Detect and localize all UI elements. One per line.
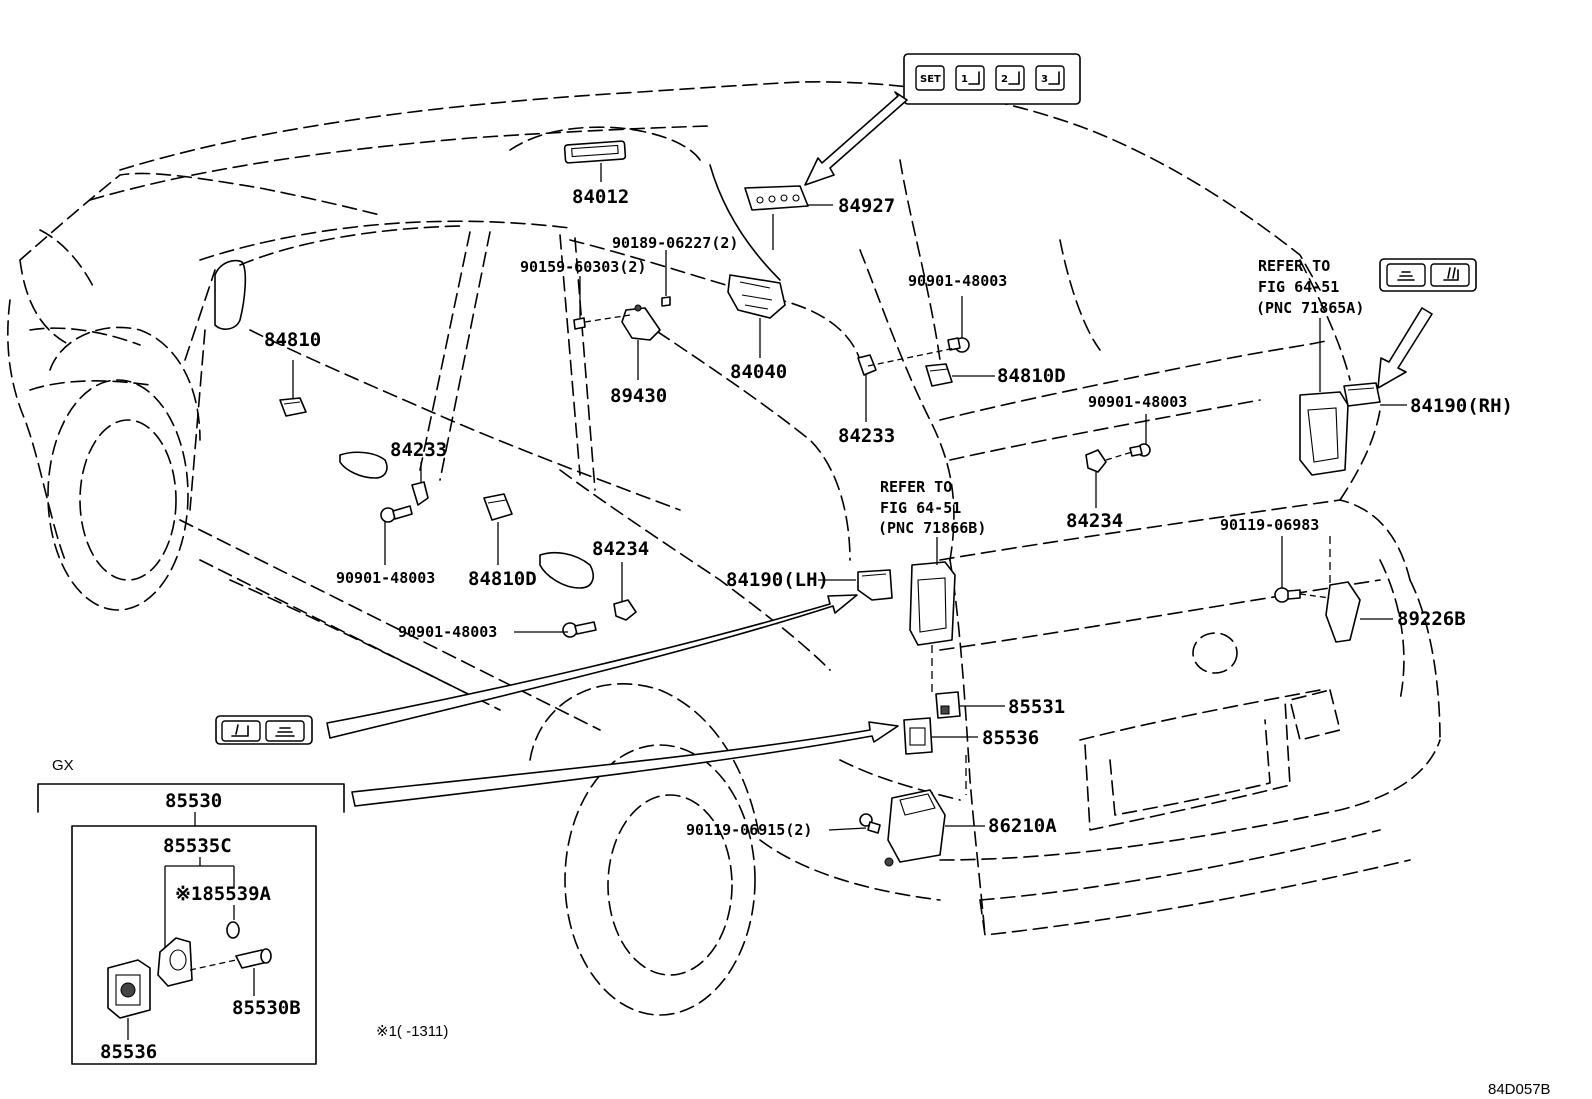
- part-84810[interactable]: [279, 397, 307, 417]
- label-84927: 84927: [838, 195, 895, 217]
- bracket-71865a: [1299, 391, 1349, 476]
- label-90119-06915: 90119-06915(2): [686, 821, 812, 839]
- part-84190-rh[interactable]: [1343, 382, 1381, 407]
- part-84190-lh[interactable]: [857, 569, 893, 601]
- label-85530: 85530: [165, 790, 222, 812]
- seat-heater-icon: [275, 727, 295, 737]
- vehicle-outline: [7, 81, 1441, 1016]
- part-84040[interactable]: [727, 274, 786, 319]
- screw-90159[interactable]: [573, 317, 586, 330]
- refer-line-3: (PNC 71865A): [1256, 299, 1364, 317]
- part-84927[interactable]: [744, 185, 809, 211]
- refer-note-71866b: REFER TO FIG 64-51 (PNC 71866B): [878, 478, 986, 537]
- seat-memory-icon: [1048, 71, 1060, 85]
- seat-heater-icon: [1443, 267, 1459, 281]
- footnote: ※1( -1311): [376, 1023, 448, 1040]
- leader-lines: [292, 163, 1407, 831]
- part-86210a[interactable]: [884, 789, 946, 867]
- label-84234-right: 84234: [1066, 510, 1123, 532]
- label-85531: 85531: [1008, 696, 1065, 718]
- memory-switch-panel: SET 1 2 3: [804, 53, 1081, 186]
- label-84810d-left: 84810D: [468, 568, 537, 590]
- part-85530b[interactable]: [235, 948, 272, 969]
- part-84234-left[interactable]: [613, 599, 637, 621]
- gx-inset: GX 85530 85535C ※185539A 85530B 85536: [37, 757, 345, 1065]
- refer-line-2: FIG 64-51: [1258, 278, 1339, 296]
- refer-line-1: REFER TO: [1258, 257, 1330, 275]
- label-89226b: 89226B: [1397, 608, 1466, 630]
- label-84233-left: 84233: [390, 439, 447, 461]
- label-84810: 84810: [264, 329, 321, 351]
- part-84810d-top[interactable]: [925, 363, 953, 387]
- part-89430[interactable]: [621, 304, 661, 341]
- label-90189: 90189-06227(2): [612, 234, 738, 252]
- bolt-90901-right[interactable]: [1129, 443, 1151, 457]
- label-90119-06983: 90119-06983: [1220, 516, 1319, 534]
- seat-heater-panel-lh: [215, 594, 858, 745]
- part-84012[interactable]: [563, 140, 627, 164]
- part-85536-inset[interactable]: [107, 959, 151, 1019]
- bolt-90119-06915[interactable]: [859, 813, 881, 834]
- seat-memory-icon: [1008, 71, 1020, 85]
- label-85536: 85536: [982, 727, 1039, 749]
- memory-key-label: 1: [961, 74, 968, 85]
- label-84190-lh: 84190(LH): [726, 569, 829, 591]
- part-85535c[interactable]: [157, 937, 193, 987]
- label-84234-left: 84234: [592, 538, 649, 560]
- label-85535c: 85535C: [163, 835, 232, 857]
- part-84233-left[interactable]: [411, 481, 429, 506]
- inset-group-label: GX: [52, 757, 74, 774]
- part-84234-right[interactable]: [1085, 449, 1107, 473]
- seat-heater-panel-rh: [1377, 258, 1477, 389]
- refer-line-2: FIG 64-51: [880, 499, 961, 517]
- refer-note-71865a: REFER TO FIG 64-51 (PNC 71865A): [1256, 257, 1364, 317]
- label-90159: 90159-60303(2): [520, 258, 646, 276]
- part-84233-center[interactable]: [857, 354, 877, 376]
- label-84810d-top: 84810D: [997, 365, 1066, 387]
- label-90901-top: 90901-48003: [908, 272, 1007, 290]
- memory-key-label: SET: [920, 74, 941, 85]
- refer-line-1: REFER TO: [880, 478, 952, 496]
- label-90901-left: 90901-48003: [336, 569, 435, 587]
- part-labels: 84012 84927 90189-06227(2) 90159-60303(2…: [264, 186, 1513, 839]
- bolt-90901-lower[interactable]: [562, 621, 597, 638]
- label-90901-right: 90901-48003: [1088, 393, 1187, 411]
- screw-90189[interactable]: [661, 296, 671, 307]
- label-84233-center: 84233: [838, 425, 895, 447]
- seat-heater-icon: [231, 724, 249, 737]
- label-85539a: ※185539A: [175, 883, 272, 905]
- diagram-code: 84D057B: [1488, 1081, 1551, 1098]
- label-89430: 89430: [610, 385, 667, 407]
- part-85531[interactable]: [935, 691, 961, 719]
- bolt-90901-left[interactable]: [380, 505, 413, 523]
- bolt-90901-top[interactable]: [947, 337, 970, 353]
- part-84810d-left[interactable]: [483, 493, 513, 521]
- label-84040: 84040: [730, 361, 787, 383]
- label-86210a: 86210A: [988, 815, 1057, 837]
- memory-key-label: 3: [1041, 74, 1048, 85]
- memory-key-label: 2: [1001, 74, 1008, 85]
- bolt-90119-06983[interactable]: [1274, 587, 1301, 603]
- label-85530b: 85530B: [232, 997, 301, 1019]
- refer-line-3: (PNC 71866B): [878, 519, 986, 537]
- label-85536-inset: 85536: [100, 1041, 157, 1063]
- memory-key-set: [915, 65, 945, 91]
- inset-callout-arrow: [351, 721, 899, 807]
- seat-memory-icon: [968, 71, 980, 85]
- part-85539a[interactable]: [226, 921, 240, 939]
- part-85536[interactable]: [903, 717, 933, 755]
- part-89226b[interactable]: [1325, 581, 1361, 643]
- label-84012: 84012: [572, 186, 629, 208]
- label-84190-rh: 84190(RH): [1410, 395, 1513, 417]
- label-90901-lower: 90901-48003: [398, 623, 497, 641]
- bracket-71866b: [909, 561, 956, 646]
- seat-heater-icon: [1397, 271, 1415, 281]
